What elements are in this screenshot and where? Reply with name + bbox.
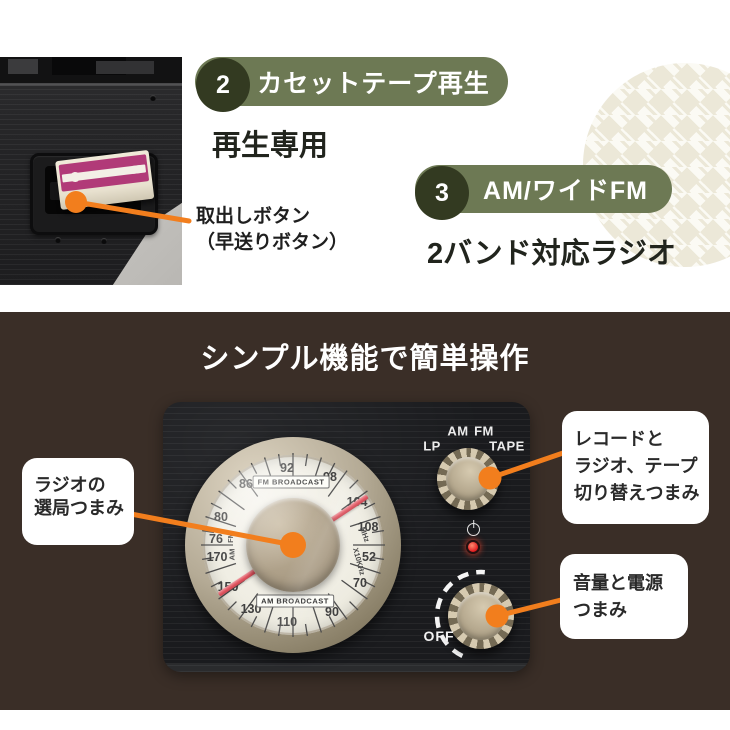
volume-power-knob [448,583,514,649]
dial-fm-number: 86 [239,477,253,491]
am-broadcast-banner: AM BROADCAST [256,594,334,608]
callout-selector-line1: レコードと [574,429,664,449]
section-title: シンプル機能で簡単操作 [200,343,530,375]
turntable-part [96,61,154,74]
callout-volume-line1: 音量と電源 [573,573,663,593]
subtitle-2band-radio: 2バンド対応ラジオ [427,238,676,270]
control-panel-photo: 76 80 86 92 98 104 108 170 150 130 110 9… [163,402,530,672]
selector-label-am: AM [447,423,469,439]
cassette-deck-photo [0,57,182,285]
selector-label-fm: FM [474,423,494,439]
source-selector-knob [437,448,499,510]
turntable-part [8,59,38,74]
cassette-label-tab [132,164,142,174]
cassette-label [58,154,150,192]
dial-fm-number: 80 [214,510,228,524]
callout-tuning-knob: ラジオの 選局つまみ [22,458,134,545]
selector-label-tape: TAPE [489,438,525,454]
screw [55,237,61,243]
volume-arc [434,569,485,658]
cabinet-edge-highlight [0,83,182,86]
subtitle-playback-only: 再生専用 [212,130,329,162]
dial-fm-number: 108 [357,520,379,534]
dial-fm-side-label: FM [225,532,235,543]
power-led-indicator [466,540,480,554]
callout-volume-knob: 音量と電源 つまみ [560,554,688,639]
dial-am-number: 170 [206,550,228,564]
dial-fm-number: 92 [280,461,294,475]
callout-selector-knob: レコードと ラジオ、テープ 切り替えつまみ [562,411,709,524]
power-icon [467,523,480,536]
simple-operation-section: シンプル機能で簡単操作 76 80 86 92 98 104 108 170 1… [0,312,730,710]
dial-am-number: 110 [276,615,298,629]
off-label: OFF [423,628,455,644]
fm-broadcast-banner: FM BROADCAST [252,475,330,489]
tuning-knob [246,498,340,592]
feature-badge-3: 3 AM/ワイドFM [415,165,672,220]
eject-note-line1: 取出しボタン [196,206,311,227]
feature-badge-2: 2 カセットテープ再生 [195,57,508,112]
callout-volume-line2: つまみ [573,600,627,620]
tuning-dial: 76 80 86 92 98 104 108 170 150 130 110 9… [185,437,401,653]
selector-label-lp: LP [423,438,441,454]
badge-label-2: カセットテープ再生 [257,69,490,98]
eject-note-line2: （早送りボタン） [196,232,349,253]
callout-selector-line3: 切り替えつまみ [574,483,700,503]
badge-number-3: 3 [415,166,469,220]
callout-tuning-line2: 選局つまみ [34,498,124,518]
badge-number-2: 2 [196,58,250,112]
selector-knob-cap [446,457,490,501]
callout-selector-line2: ラジオ、テープ [574,456,698,476]
callout-tuning-line1: ラジオの [34,475,106,495]
dial-am-number: 90 [325,605,339,619]
dial-am-side-label: AM [227,548,237,561]
badge-label-3: AM/ワイドFM [483,177,648,205]
screw [150,95,156,101]
screw [101,238,107,244]
volume-knob-cap [457,592,505,640]
eject-button-note: 取出しボタン （早送りボタン） [196,204,348,256]
cassette-feature-section: 2 カセットテープ再生 再生専用 取出しボタン （早送りボタン） 3 AM/ワイ… [0,0,730,312]
cassette-hub-hole [69,171,81,183]
dial-am-number: 70 [353,576,367,590]
dial-fm-number: 76 [209,532,223,546]
dial-am-number: 52 [362,550,376,564]
